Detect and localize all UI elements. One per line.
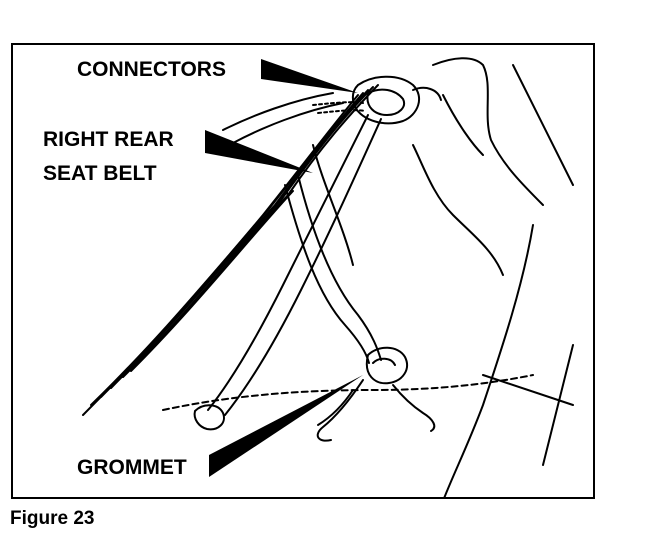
seat-belt-webbing xyxy=(207,114,382,416)
figure-frame: CONNECTORS RIGHT REAR SEAT BELT GROMMET xyxy=(11,43,595,499)
callout-pointers xyxy=(205,59,363,477)
connectors-cluster xyxy=(312,75,442,125)
right-rear-seat-belt-pointer xyxy=(205,130,313,173)
grommet-pointer xyxy=(209,375,363,477)
grommet-label: GROMMET xyxy=(77,456,187,479)
wiring-harness xyxy=(82,84,379,416)
right-rear-label-line2: SEAT BELT xyxy=(43,162,157,185)
connectors-pointer xyxy=(261,59,358,93)
seat-cushion-edge xyxy=(162,374,534,411)
figure-caption: Figure 23 xyxy=(10,508,95,529)
connectors-label: CONNECTORS xyxy=(77,58,226,81)
grommet-assembly xyxy=(193,346,436,442)
seat-back-outline xyxy=(412,57,574,497)
right-rear-label-line1: RIGHT REAR xyxy=(43,128,174,151)
seat-belt-illustration xyxy=(82,57,574,497)
